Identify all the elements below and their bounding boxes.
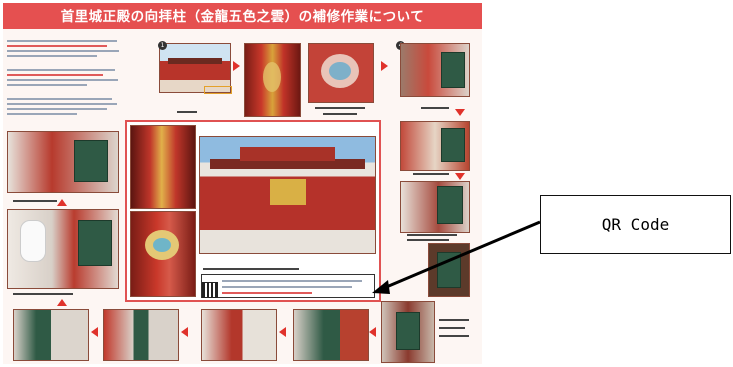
photo-left-top-work <box>7 131 119 193</box>
poster-title: 首里城正殿の向拝柱（金龍五色之雲）の補修作業について <box>3 3 482 29</box>
caption-highlight <box>204 86 232 94</box>
photo-step8-work <box>381 301 435 363</box>
step-badge-1: 1 <box>158 41 167 50</box>
caption-line <box>407 239 449 241</box>
caption-line <box>421 107 449 109</box>
center-feature-panel <box>125 120 381 302</box>
flow-arrow-right <box>381 61 388 71</box>
intro-text-block <box>7 37 123 146</box>
flow-arrow-up <box>57 299 67 306</box>
photo-step7-work <box>428 243 470 297</box>
photo-bottom-4 <box>293 309 369 361</box>
photo-step6-work <box>400 181 470 233</box>
flow-arrow-left <box>279 327 286 337</box>
caption-line <box>177 111 197 113</box>
photo-step4-work <box>400 43 470 97</box>
qr-info-box <box>201 274 375 298</box>
photo-bottom-1 <box>13 309 89 361</box>
flow-arrow-left <box>369 327 376 337</box>
photo-bottom-2 <box>103 309 179 361</box>
photo-pillar-dragon <box>130 125 196 209</box>
photo-pillar-clouds <box>130 211 196 297</box>
photo-shurijo-main-hall <box>199 136 376 254</box>
poster: 首里城正殿の向拝柱（金龍五色之雲）の補修作業について 1 4 <box>3 3 482 364</box>
flow-arrow-up <box>57 199 67 206</box>
caption-line <box>13 293 73 295</box>
caption-line <box>439 335 469 337</box>
caption-line <box>203 268 299 270</box>
flow-arrow-down <box>455 173 465 180</box>
qr-code-callout-label: QR Code <box>540 195 731 254</box>
caption-line <box>439 319 469 321</box>
caption-line <box>407 234 457 236</box>
photo-step1-hall <box>159 43 231 93</box>
photo-bottom-3 <box>201 309 277 361</box>
photo-step3-cloud-pattern <box>308 43 374 103</box>
flow-arrow-left <box>91 327 98 337</box>
flow-arrow-right <box>233 61 240 71</box>
photo-left-bottom-work <box>7 209 119 289</box>
flow-arrow-down <box>455 109 465 116</box>
photo-step5-work <box>400 121 470 171</box>
caption-line <box>315 107 365 109</box>
qr-code-icon <box>202 282 218 298</box>
caption-line <box>439 327 465 329</box>
caption-line <box>13 200 57 202</box>
photo-step2-pillar-detail <box>244 43 301 117</box>
caption-line <box>323 113 357 115</box>
flow-arrow-left <box>181 327 188 337</box>
caption-line <box>413 173 449 175</box>
